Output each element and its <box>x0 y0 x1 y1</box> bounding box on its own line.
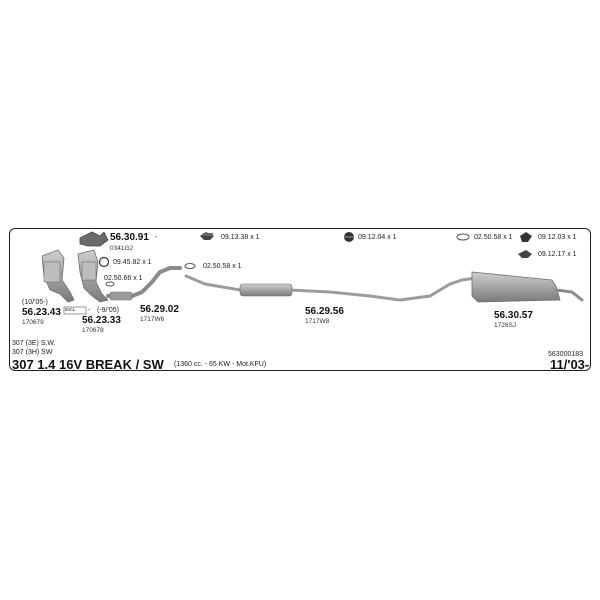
part-number-1[interactable]: 56.23.43 <box>22 307 61 318</box>
part-number-6[interactable]: 56.30.57 <box>494 310 533 321</box>
part-code-4: 1717W6 <box>140 316 165 323</box>
rubber-mount-2[interactable] <box>344 232 354 242</box>
part-dash-3: - <box>155 234 158 241</box>
engine-spec: (1360 cc. - 65 KW - Mot.KFU) <box>174 361 267 368</box>
fitting-label-5: 09.12.17 x 1 <box>538 251 577 258</box>
part-code-6: 1726SJ <box>494 322 517 329</box>
part-number-4[interactable]: 56.29.02 <box>140 304 179 315</box>
incl-label: INCL. <box>65 307 77 312</box>
part-code-1: 170679 <box>22 319 44 326</box>
variant-line-2: 307 (3H) SW <box>12 349 53 356</box>
date-range: 11/'03- <box>550 357 590 372</box>
part-number-2[interactable]: 56.23.33 <box>82 315 121 326</box>
clamp-rear[interactable] <box>456 233 470 241</box>
fitting-label-4: 09.12.03 x 1 <box>538 234 577 241</box>
middle-pipe[interactable] <box>184 274 478 302</box>
part-dash-2: - <box>88 307 91 314</box>
front-pipe[interactable] <box>106 266 182 301</box>
rubber-mount-4[interactable] <box>518 250 532 258</box>
gasket-ring[interactable] <box>98 256 110 268</box>
fitting-label-6: 09.45.82 x 1 <box>113 259 152 266</box>
fitting-label-3: 02.50.58 x 1 <box>474 234 513 241</box>
variant-line-1: 307 (3E) S.W. <box>12 340 56 347</box>
model-title: 307 1.4 16V BREAK / SW <box>12 357 164 372</box>
catalog-number: 563000183 <box>548 351 584 358</box>
manifold-part[interactable] <box>79 231 109 247</box>
fitting-label-1: 09.13.38 x 1 <box>221 234 260 241</box>
catalytic-converter-2[interactable] <box>77 249 109 303</box>
rubber-mount-3[interactable] <box>520 232 532 242</box>
catalytic-converter-1[interactable] <box>41 249 75 303</box>
part-code-2: 170678 <box>82 327 104 334</box>
part-code-5: 1717W8 <box>305 318 330 325</box>
fitting-label-2: 09.12.04 x 1 <box>358 234 397 241</box>
rubber-mount-1[interactable] <box>200 232 214 240</box>
incl-box <box>63 306 87 315</box>
fitting-label-8: 02.50.58 x 1 <box>203 263 242 270</box>
clamp-small[interactable] <box>105 281 115 287</box>
part-number-3[interactable]: 56.30.91 <box>110 232 149 243</box>
fitting-label-7: 02.50.66 x 1 <box>104 275 143 282</box>
diagram-frame <box>9 228 591 371</box>
part-note-2: (-9/'05) <box>97 307 119 314</box>
clamp-front[interactable] <box>184 263 196 269</box>
rear-silencer[interactable] <box>471 271 584 303</box>
part-code-3: 0341G2 <box>110 245 134 252</box>
part-note-1: (10/'05-) <box>22 299 48 306</box>
part-number-5[interactable]: 56.29.56 <box>305 306 344 317</box>
